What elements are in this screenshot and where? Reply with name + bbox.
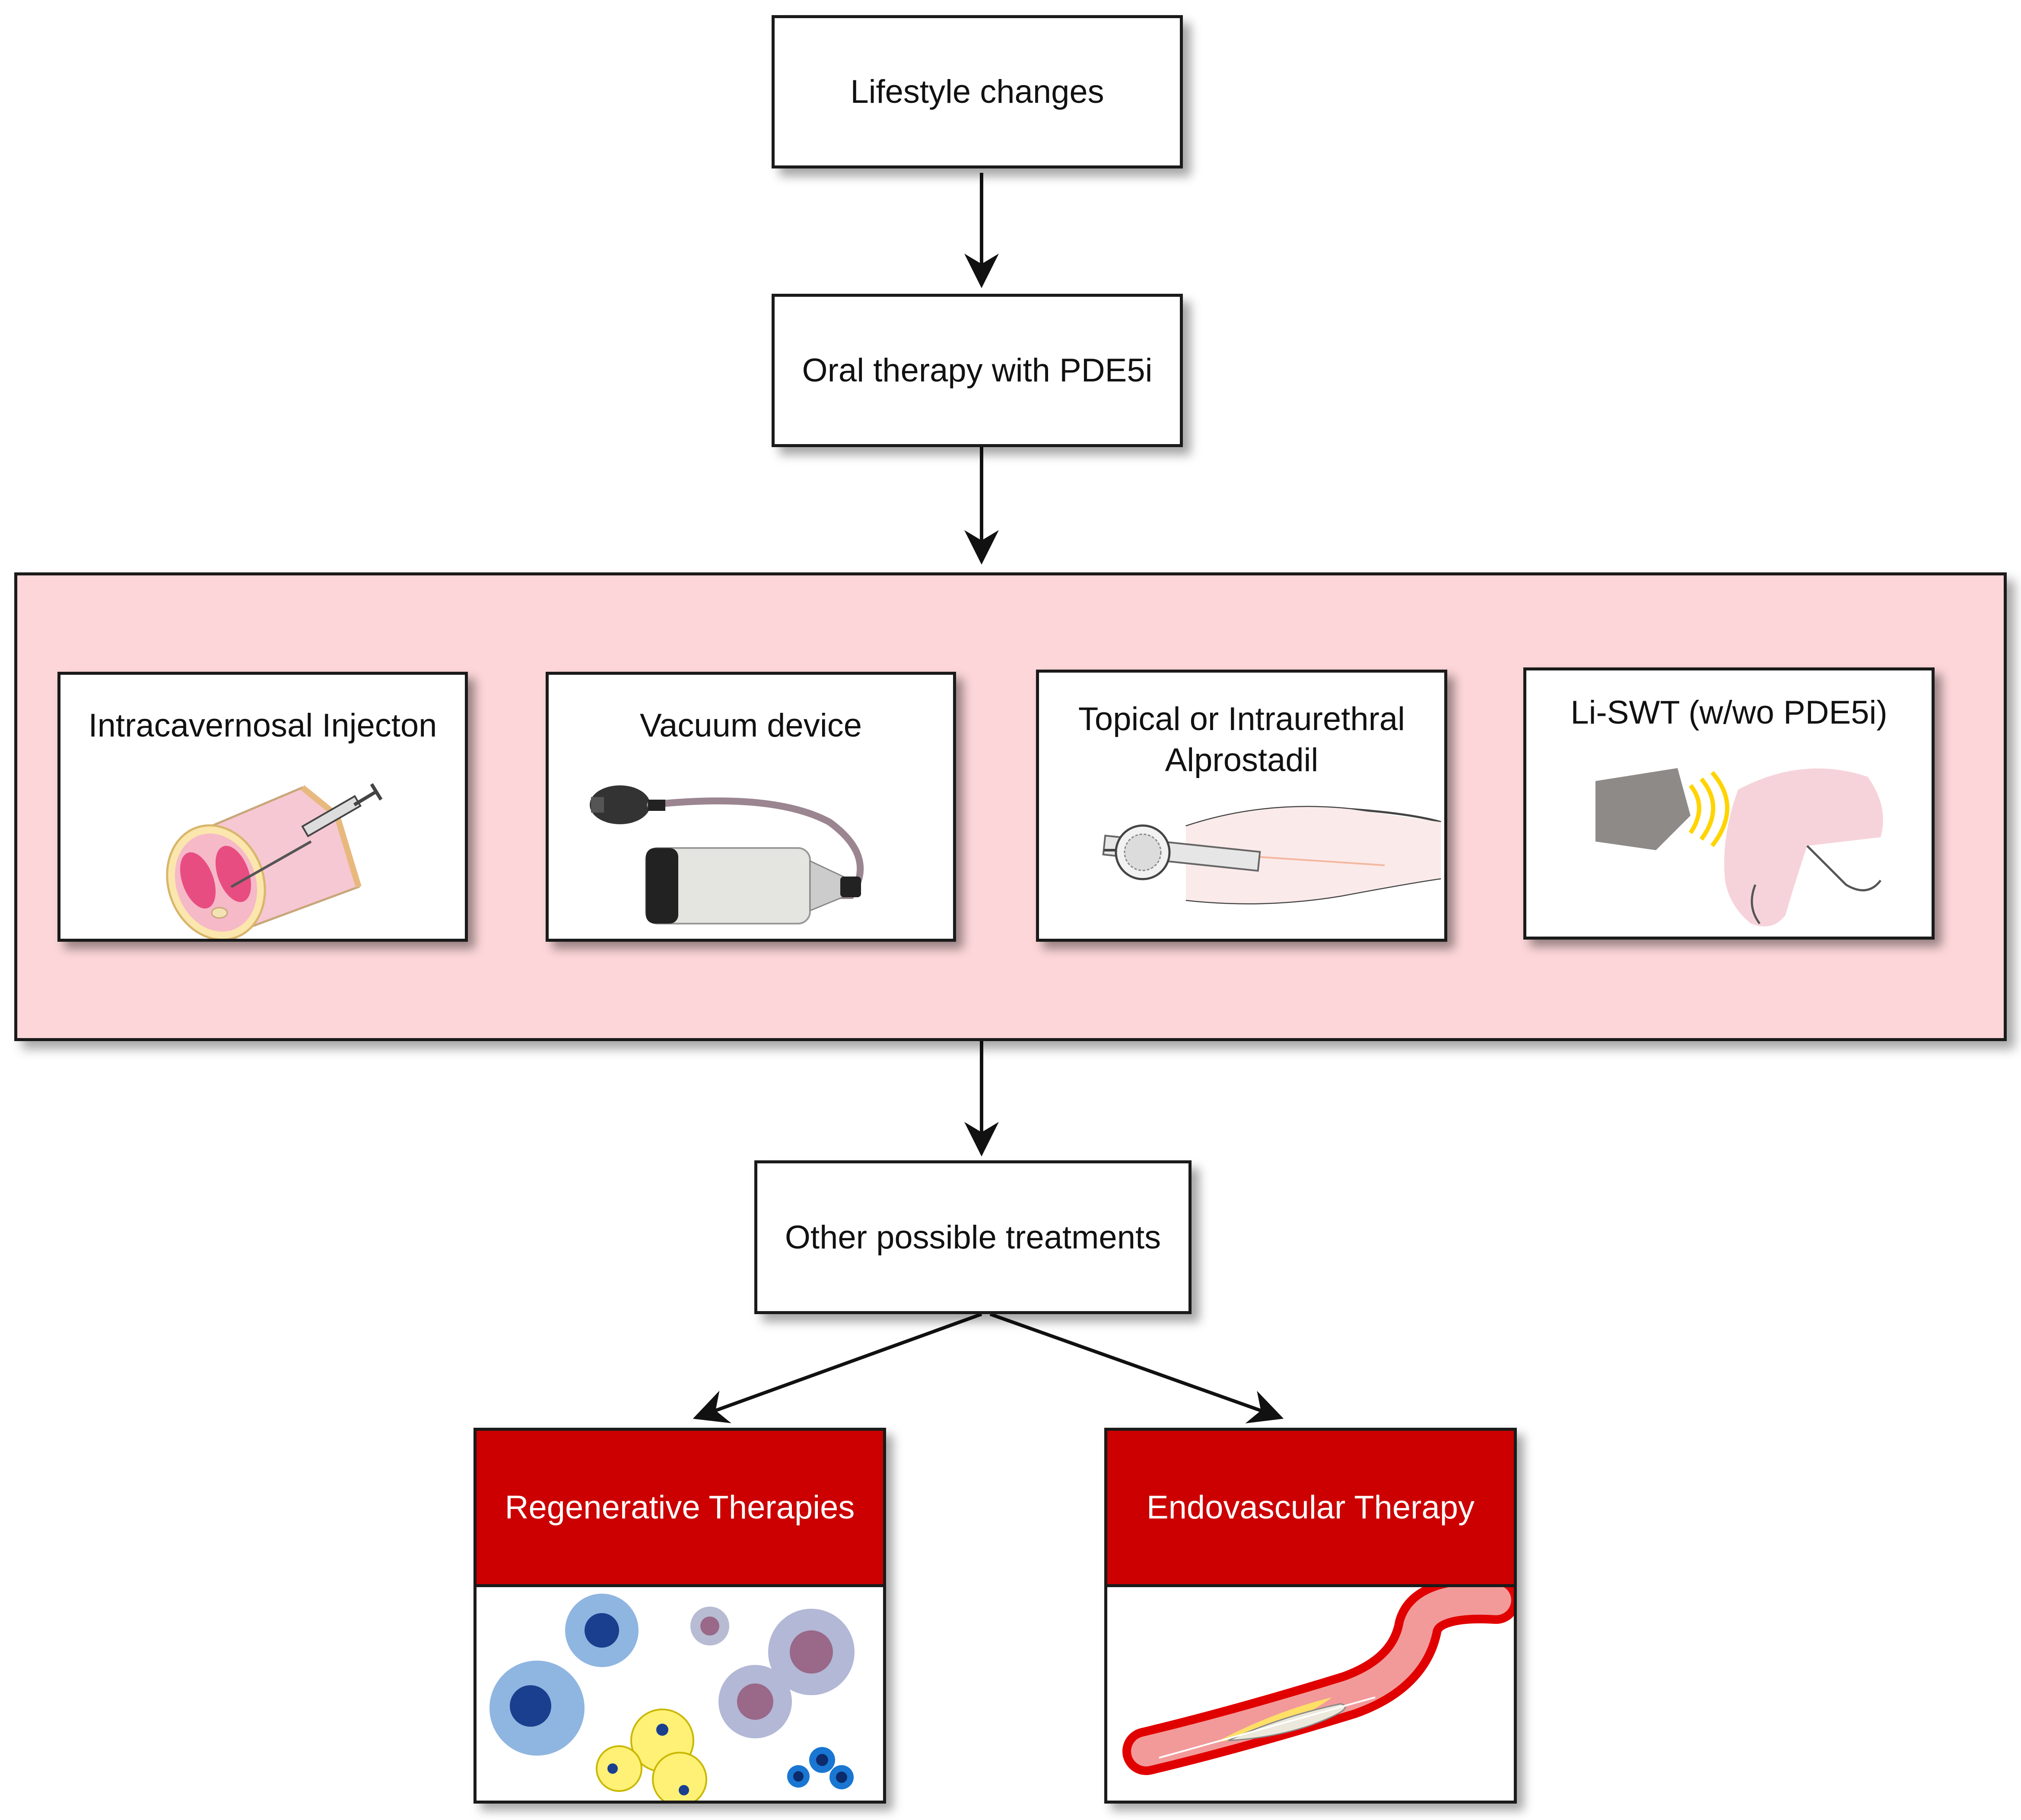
li-swt-label: Li-SWT (w/wo PDE5i) (1570, 694, 1888, 731)
intracavernosal-injection-card: Intracavernosal Injecton (57, 672, 468, 942)
intracavernosal-injection-label: Intracavernosal Injecton (88, 707, 437, 744)
regenerative-therapies-card: Regenerative Therapies (473, 1428, 886, 1804)
injection-illustration (166, 783, 383, 939)
vacuum-pump-illustration (590, 785, 864, 924)
arrow-other-to-endovascular (989, 1312, 1284, 1423)
lifestyle-changes-box: Lifestyle changes (772, 15, 1183, 168)
vessel-stent-illustration (1122, 1587, 1514, 1775)
li-swt-card: Li-SWT (w/wo PDE5i) (1523, 667, 1935, 940)
lifestyle-changes-label: Lifestyle changes (850, 73, 1104, 110)
stem-cells-illustration (489, 1594, 855, 1801)
endovascular-therapy-label: Endovascular Therapy (1146, 1489, 1475, 1526)
endovascular-therapy-card: Endovascular Therapy (1104, 1428, 1517, 1804)
vacuum-device-card: Vacuum device (546, 672, 956, 942)
shockwave-illustration (1595, 768, 1883, 927)
alprostadil-label: Topical or Intraurethral Alprostadil (1078, 701, 1405, 778)
regenerative-therapies-label: Regenerative Therapies (505, 1489, 855, 1526)
oral-therapy-box: Oral therapy with PDE5i (772, 294, 1183, 447)
other-treatments-label: Other possible treatments (785, 1219, 1161, 1256)
alprostadil-applicator-illustration (1102, 806, 1441, 905)
other-treatments-box: Other possible treatments (754, 1160, 1192, 1314)
endovascular-therapy-header: Endovascular Therapy (1107, 1431, 1514, 1587)
oral-therapy-label: Oral therapy with PDE5i (802, 352, 1153, 389)
vacuum-device-label: Vacuum device (640, 707, 862, 744)
alprostadil-card: Topical or Intraurethral Alprostadil (1036, 670, 1447, 942)
regenerative-therapies-header: Regenerative Therapies (477, 1431, 883, 1587)
arrow-other-to-regenerative (693, 1312, 982, 1423)
